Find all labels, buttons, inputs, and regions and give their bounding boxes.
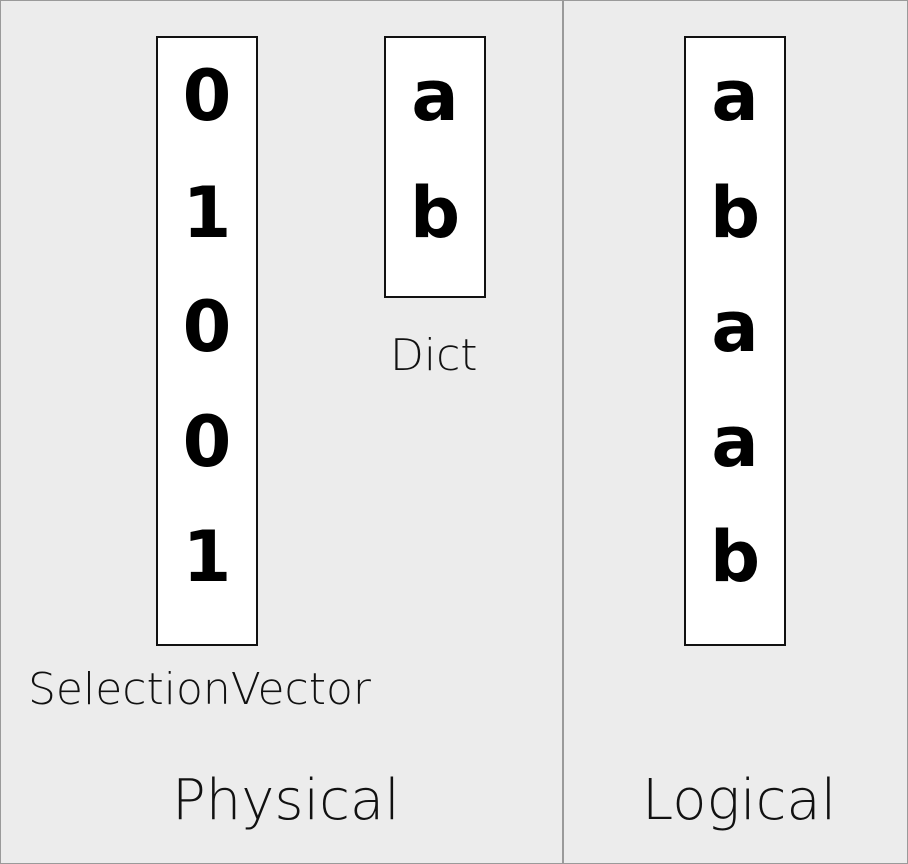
logical-vector-box: a b a a b xyxy=(684,36,786,646)
logical-vector-cell: a xyxy=(711,285,759,368)
selection-vector-cell: 1 xyxy=(182,515,232,598)
dict-cell: a xyxy=(411,54,459,137)
logical-vector-cell: a xyxy=(711,400,759,483)
dict-cell: b xyxy=(409,171,461,254)
dict-box: a b xyxy=(384,36,486,298)
selection-vector-box: 0 1 0 0 1 xyxy=(156,36,258,646)
selection-vector-cell: 0 xyxy=(182,400,232,483)
selection-vector-label: SelectionVector xyxy=(28,664,371,715)
logical-vector-cell: a xyxy=(711,54,759,137)
logical-vector-cell: b xyxy=(709,171,761,254)
logical-vector-cell: b xyxy=(709,515,761,598)
dict-label: Dict xyxy=(390,330,478,381)
selection-vector-cell: 0 xyxy=(182,54,232,137)
physical-panel-title: Physical xyxy=(172,768,400,833)
logical-panel-title: Logical xyxy=(642,768,837,833)
panel-divider xyxy=(562,0,564,864)
selection-vector-cell: 0 xyxy=(182,285,232,368)
selection-vector-cell: 1 xyxy=(182,171,232,254)
